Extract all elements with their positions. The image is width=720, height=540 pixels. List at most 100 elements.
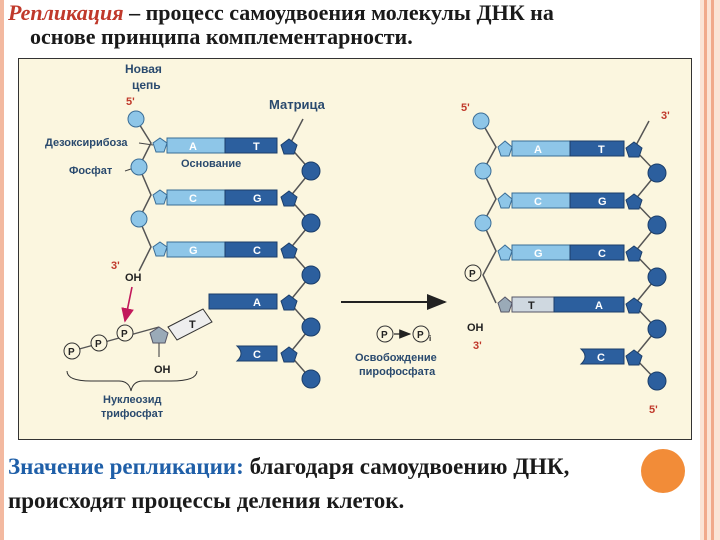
right-template-unpaired-1-letter: C: [597, 352, 605, 364]
left-template-phosphate-3: [301, 265, 321, 285]
right-new-sugar-2: [497, 192, 513, 209]
title-definition-line1: – процесс самоудвоения молекулы ДНК на: [123, 0, 554, 25]
left-5prime-label: 5': [126, 96, 135, 108]
right-new-sugar-3: [497, 244, 513, 261]
right-template-sugar-2: [625, 193, 643, 210]
right-template-phosphate-1: [647, 163, 667, 183]
left-template-base-1-letter: T: [253, 141, 260, 153]
ntp-phosphate-2-letter: P: [95, 339, 102, 350]
right-template-phosphate-4: [647, 319, 667, 339]
right-new-strand-backbone: [480, 120, 497, 304]
right-border-stripe-inner: [704, 0, 707, 540]
ntp-phosphate-2: [90, 334, 108, 352]
right-oh-label: OH: [467, 322, 484, 334]
pyrophosphate-pi: [412, 325, 430, 343]
left-new-phosphate-1: [127, 110, 145, 128]
orange-circle-decoration: [641, 449, 685, 493]
right-new-phosphate-2: [474, 162, 492, 180]
ntp-base-letter: T: [189, 319, 196, 331]
left-new-phosphate-2: [130, 158, 148, 176]
template-label: Матрица: [269, 97, 326, 112]
significance-line1: Значение репликации: благодаря самоудвое…: [8, 450, 569, 484]
right-new-base-1-letter: A: [534, 144, 542, 156]
ntp-phosphate-3-letter: P: [121, 329, 128, 340]
deoxyribose-label: Дезоксирибоза: [45, 137, 128, 149]
replication-svg: Новая цепь 5' Матрица Дезоксирибоза Фосф…: [45, 62, 670, 420]
right-new-base-2-letter: C: [534, 196, 542, 208]
nucleoside-label-1: Нуклеозид: [103, 394, 161, 406]
left-new-base-1-letter: A: [189, 141, 197, 153]
ntp-base: [167, 308, 213, 341]
left-template-sugar-4: [280, 294, 298, 311]
new-strand-label-1: Новая: [125, 62, 162, 76]
right-template-base-4: [553, 296, 625, 313]
left-template-base-2-letter: G: [253, 193, 262, 205]
significance-line2: происходят процессы деления клеток.: [8, 488, 405, 513]
ntp-phosphate-chain: [71, 326, 160, 352]
left-3prime-label: 3': [111, 260, 120, 272]
left-template-base-3: [224, 241, 278, 258]
pyrophosphate-pi-subscript: i: [429, 334, 431, 343]
right-new-phosphate-1: [472, 112, 490, 130]
right-template-phosphate-5: [647, 371, 667, 391]
left-new-strand-backbone: [135, 118, 152, 272]
left-template-unpaired-1-letter: A: [253, 297, 261, 309]
right-new-sugar-4: [497, 296, 513, 313]
right-template-sugar-1: [625, 141, 643, 158]
left-template-phosphate-1: [301, 161, 321, 181]
slide-title: Репликация – процесс самоудвоения молеку…: [8, 0, 554, 26]
left-template-phosphate-5: [301, 369, 321, 389]
left-template-unpaired-1: [208, 293, 278, 310]
right-template-base-2-letter: G: [598, 196, 607, 208]
left-oh-label: OH: [125, 272, 142, 284]
left-template-sugar-5: [280, 346, 298, 363]
right-template-base-1-letter: T: [598, 144, 605, 156]
right-new-phosphate-4-letter: P: [469, 269, 476, 280]
pink-pointer: [121, 286, 134, 323]
right-border-stripe-inner-2: [711, 0, 714, 540]
left-template-sugar-1: [280, 138, 298, 155]
left-template-unpaired-2-letter: C: [253, 349, 261, 361]
replication-significance: Значение репликации: благодаря самоудвое…: [8, 450, 569, 518]
right-5prime-top: 5': [461, 102, 470, 114]
right-template-unpaired-1: [579, 348, 625, 365]
right-new-phosphate-3: [474, 214, 492, 232]
replication-diagram: Новая цепь 5' Матрица Дезоксирибоза Фосф…: [18, 58, 692, 440]
right-template-sugar-3: [625, 245, 643, 262]
nucleoside-label-2: трифосфат: [101, 408, 164, 420]
ntp-oh-label: OH: [154, 364, 171, 376]
left-template-base-2: [224, 189, 278, 206]
pyrophosphate-pi-letter: P: [417, 330, 424, 341]
left-new-base-2-letter: C: [189, 193, 197, 205]
left-template-sugar-3: [280, 242, 298, 259]
right-new-phosphate-4: [464, 264, 482, 282]
right-template-base-3: [569, 244, 625, 261]
right-template-phosphate-3: [647, 267, 667, 287]
right-template-base-4-letter: A: [595, 300, 603, 312]
right-new-base-3-letter: G: [534, 248, 543, 260]
nucleoside-bracket: [66, 370, 198, 392]
new-strand-label-2: цепь: [132, 78, 161, 92]
left-template-phosphate-4: [301, 317, 321, 337]
ntp-phosphate-3: [116, 324, 134, 342]
right-5prime-bottom: 5': [649, 404, 658, 416]
right-border-stripe-outer: [700, 0, 720, 540]
left-template-sugar-2: [280, 190, 298, 207]
significance-lead: Значение репликации:: [8, 454, 244, 479]
left-template-base-1: [224, 137, 278, 154]
release-label-1: Освобождение: [355, 352, 437, 364]
pyrophosphate-p-letter: P: [381, 330, 388, 341]
base-label: Основание: [181, 158, 241, 170]
title-definition-line2: основе принципа комплементарности.: [30, 24, 413, 49]
left-new-sugar-3: [152, 241, 168, 257]
left-template-unpaired-2: [235, 345, 278, 362]
left-template-phosphate-2: [301, 213, 321, 233]
left-border-stripe: [0, 0, 4, 540]
right-new-base-4-letter: T: [528, 300, 535, 312]
phosphate-label: Фосфат: [69, 165, 113, 177]
left-new-base-3-letter: G: [189, 245, 198, 257]
significance-line1-rest: благодаря самоудвоению ДНК,: [243, 454, 570, 479]
right-3prime-top: 3': [661, 110, 670, 122]
right-3prime-bottom: 3': [473, 340, 482, 352]
title-term: Репликация: [8, 0, 124, 25]
